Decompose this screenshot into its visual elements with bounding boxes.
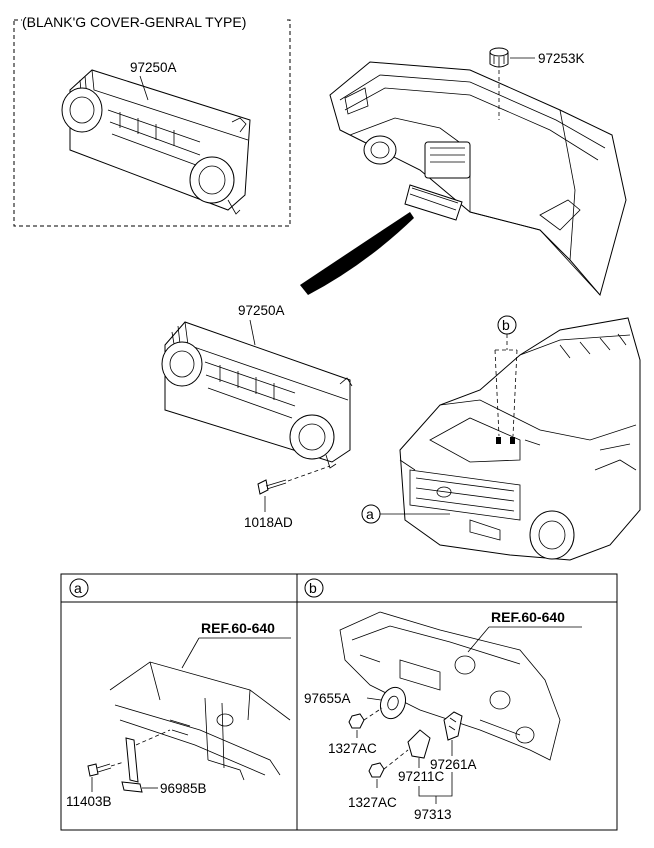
part-label-1327AC-upper: 1327AC [328,741,377,756]
sensor-97261A [443,711,463,741]
dashboard-illustration [329,61,627,297]
part-label-97261A: 97261A [430,757,477,772]
callout-b-letter: b [502,317,510,333]
part-label-97655A: 97655A [304,691,351,706]
nut-1327AC-lower [368,762,385,778]
panel-b-letter: b [309,580,317,596]
dash-panel-illustration [339,611,561,761]
panel-a-badge [69,578,89,598]
grommet-97655A [379,686,407,720]
panel-b-ref: REF.60-640 [491,609,565,625]
part-label-97250A-main: 97250A [238,303,285,318]
part-label-1018AD: 1018AD [244,515,293,530]
part-label-97250A-upper: 97250A [130,60,177,75]
nut-1327AC-upper [348,713,365,729]
screw-1018AD [257,479,287,495]
panel-b-badge [304,578,324,598]
panel-a-letter: a [74,580,82,596]
panel-a-ref: REF.60-640 [201,620,275,636]
vehicle-illustration [399,317,641,561]
part-label-97211C: 97211C [398,769,445,784]
part-label-97253K: 97253K [538,51,585,66]
radiator-support-illustration [109,661,291,781]
detail-panels-frame [60,573,618,831]
part-label-1327AC-lower: 1327AC [348,795,397,810]
knob-97253K [489,47,509,68]
assembly-bracket [418,772,453,797]
blanking-cover-box [13,19,291,227]
bracket-97211C [407,729,431,759]
climate-control-main [161,321,353,469]
part-label-96985B: 96985B [160,781,207,796]
bolt-11403B [87,763,112,777]
sensor-96985B [121,737,143,793]
callout-a-letter: a [366,506,374,522]
part-label-97313: 97313 [414,807,452,822]
blanking-cover-caption: (BLANK'G COVER-GENRAL TYPE) [22,14,246,30]
part-label-11403B: 11403B [66,794,112,809]
climate-control-upper [61,69,251,215]
location-pointer [300,212,414,295]
